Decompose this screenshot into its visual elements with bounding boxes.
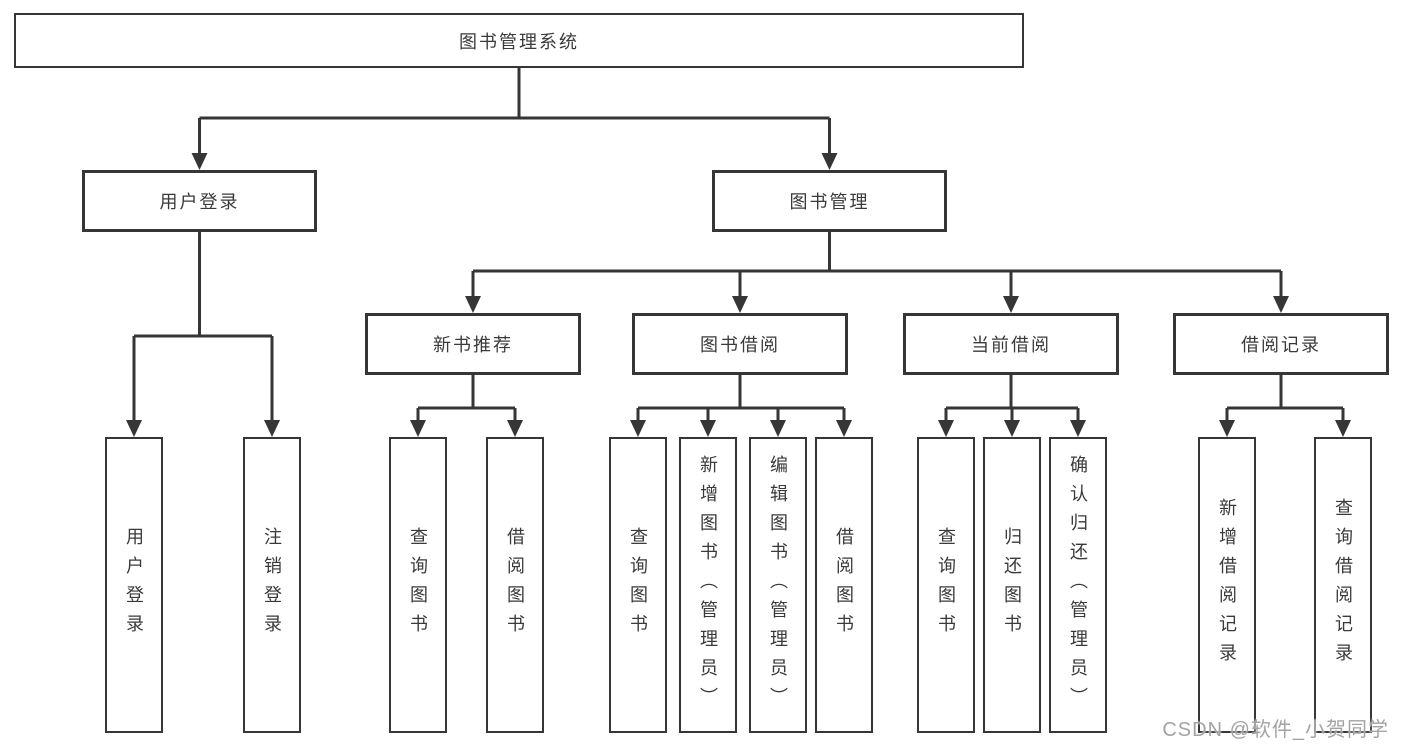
leaf-borrowing-add-books-admin: 新增图书（管理员） — [679, 437, 737, 733]
leaf-newbook-query-books: 查询图书 — [389, 437, 447, 733]
leaf-label: 借阅图书 — [834, 527, 854, 643]
leaf-label: 查询借阅记录 — [1333, 498, 1353, 672]
node-label: 用户登录 — [159, 192, 240, 212]
node-new-book-recommend: 新书推荐 — [365, 313, 581, 375]
leaf-label: 注销登录 — [262, 527, 282, 643]
leaf-label: 归还图书 — [1002, 527, 1022, 643]
node-borrowing-records: 借阅记录 — [1173, 313, 1389, 375]
node-book-management: 图书管理 — [712, 170, 947, 232]
node-label: 图书管理系统 — [459, 31, 579, 52]
leaf-label: 查询图书 — [628, 527, 648, 643]
leaf-records-add-record: 新增借阅记录 — [1198, 437, 1256, 733]
leaf-label: 查询图书 — [408, 527, 428, 643]
node-user-login: 用户登录 — [82, 170, 317, 232]
node-label: 图书管理 — [789, 192, 870, 212]
leaf-user-login: 用户登录 — [105, 437, 163, 733]
leaf-label: 用户登录 — [124, 527, 144, 643]
leaf-borrowing-borrow-books: 借阅图书 — [815, 437, 873, 733]
node-current-borrowing: 当前借阅 — [903, 313, 1119, 375]
leaf-records-query-record: 查询借阅记录 — [1314, 437, 1372, 733]
leaf-current-confirm-return-admin: 确认归还（管理员） — [1049, 437, 1107, 733]
leaf-newbook-borrow-books: 借阅图书 — [486, 437, 544, 733]
leaf-label: 确认归还（管理员） — [1068, 454, 1088, 716]
leaf-logout: 注销登录 — [243, 437, 301, 733]
leaf-label: 新增借阅记录 — [1217, 498, 1237, 672]
node-root: 图书管理系统 — [14, 13, 1024, 68]
watermark-text: CSDN @软件_小贺同学 — [1162, 719, 1389, 741]
node-label: 当前借阅 — [971, 335, 1051, 355]
leaf-label: 借阅图书 — [505, 527, 525, 643]
leaf-borrowing-query-books: 查询图书 — [609, 437, 667, 733]
node-label: 图书借阅 — [700, 335, 780, 355]
leaf-label: 编辑图书（管理员） — [768, 454, 788, 716]
node-label: 新书推荐 — [433, 335, 513, 355]
leaf-label: 查询图书 — [936, 527, 956, 643]
leaf-current-return-books: 归还图书 — [983, 437, 1041, 733]
leaf-current-query-books: 查询图书 — [917, 437, 975, 733]
node-book-borrowing: 图书借阅 — [632, 313, 848, 375]
node-label: 借阅记录 — [1241, 335, 1321, 355]
leaf-borrowing-edit-books-admin: 编辑图书（管理员） — [749, 437, 807, 733]
leaf-label: 新增图书（管理员） — [698, 454, 718, 716]
